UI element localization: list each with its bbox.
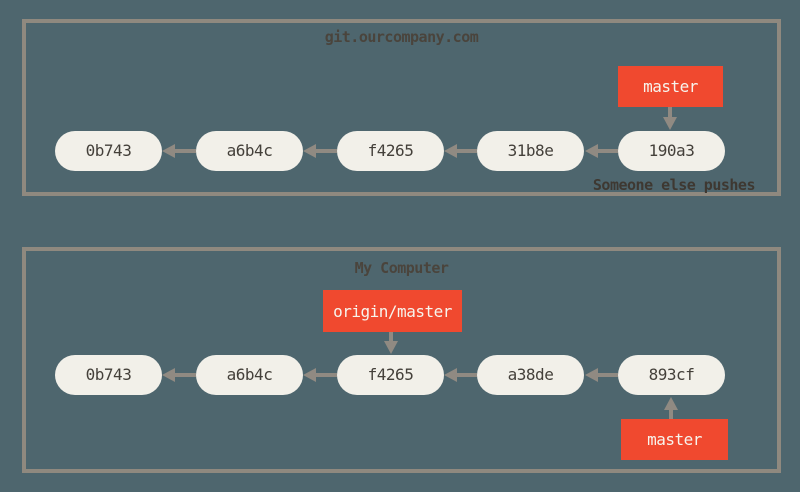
arrow-head-up-icon bbox=[664, 397, 678, 410]
arrow-shaft bbox=[175, 149, 196, 153]
arrow-shaft bbox=[598, 149, 618, 153]
arrow-shaft bbox=[316, 373, 337, 377]
commit-parent-arrow bbox=[162, 368, 196, 382]
remote-repo-box: git.ourcompany.com master 0b743 a6b4c f4… bbox=[22, 19, 781, 196]
arrow-down-origin-master-to-f4265 bbox=[384, 332, 398, 354]
remote-repo-title: git.ourcompany.com bbox=[324, 28, 479, 46]
arrow-head-left-icon bbox=[444, 368, 457, 382]
local-master-branch-label: master bbox=[621, 419, 728, 460]
arrow-shaft bbox=[389, 332, 393, 341]
arrow-head-left-icon bbox=[585, 368, 598, 382]
arrow-head-left-icon bbox=[162, 368, 175, 382]
commit-node: a38de bbox=[477, 355, 584, 395]
origin-master-label: origin/master bbox=[323, 290, 462, 332]
commit-node: f4265 bbox=[337, 131, 444, 171]
arrow-head-down-icon bbox=[384, 341, 398, 354]
arrow-head-left-icon bbox=[303, 144, 316, 158]
commit-parent-arrow bbox=[585, 144, 618, 158]
commit-parent-arrow bbox=[162, 144, 196, 158]
commit-node: 0b743 bbox=[55, 355, 162, 395]
arrow-down-master-to-190a3 bbox=[663, 107, 677, 130]
arrow-head-left-icon bbox=[585, 144, 598, 158]
commit-parent-arrow bbox=[444, 144, 477, 158]
commit-node: f4265 bbox=[337, 355, 444, 395]
arrow-shaft bbox=[598, 373, 618, 377]
arrow-head-left-icon bbox=[162, 144, 175, 158]
arrow-shaft bbox=[175, 373, 196, 377]
commit-node: 31b8e bbox=[477, 131, 584, 171]
commit-node: 893cf bbox=[618, 355, 725, 395]
arrow-head-left-icon bbox=[303, 368, 316, 382]
local-computer-title: My Computer bbox=[354, 259, 449, 277]
commit-parent-arrow bbox=[585, 368, 618, 382]
arrow-shaft bbox=[668, 107, 672, 117]
arrow-shaft bbox=[457, 149, 477, 153]
arrow-head-down-icon bbox=[663, 117, 677, 130]
arrow-up-master-to-893cf bbox=[664, 397, 678, 419]
commit-node: a6b4c bbox=[196, 131, 303, 171]
arrow-shaft bbox=[316, 149, 337, 153]
arrow-shaft bbox=[457, 373, 477, 377]
arrow-head-left-icon bbox=[444, 144, 457, 158]
commit-parent-arrow bbox=[303, 144, 337, 158]
remote-master-branch-label: master bbox=[618, 66, 723, 107]
local-computer-box: My Computer origin/master 0b743 a6b4c f4… bbox=[22, 247, 781, 473]
commit-parent-arrow bbox=[444, 368, 477, 382]
commit-parent-arrow bbox=[303, 368, 337, 382]
someone-else-pushes-annotation: Someone else pushes bbox=[592, 176, 756, 194]
commit-node: 0b743 bbox=[55, 131, 162, 171]
commit-node: 190a3 bbox=[618, 131, 725, 171]
commit-node: a6b4c bbox=[196, 355, 303, 395]
arrow-shaft bbox=[669, 410, 673, 419]
